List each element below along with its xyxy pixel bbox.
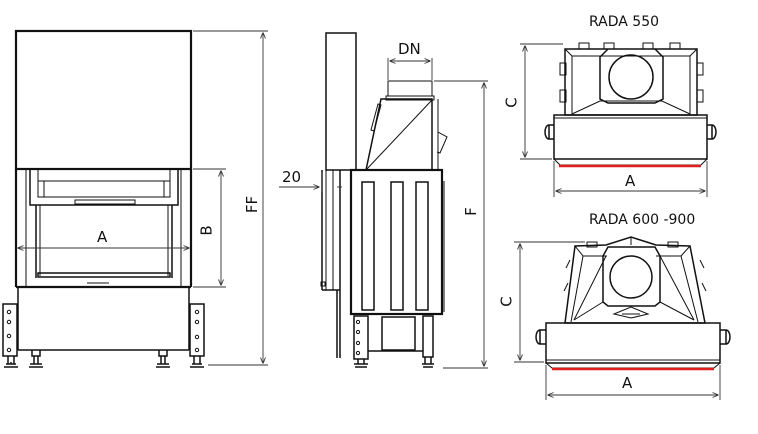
side-exchanger bbox=[365, 98, 433, 171]
top-550-flue bbox=[608, 54, 654, 100]
front-hood bbox=[14, 29, 193, 171]
side-label-20: 20 bbox=[282, 168, 302, 186]
top-600-label-a: A bbox=[622, 374, 633, 392]
side-leg-bracket bbox=[353, 315, 369, 360]
top-600-firebox bbox=[545, 322, 721, 364]
side-view bbox=[279, 32, 488, 369]
flue-collar bbox=[387, 80, 433, 97]
right-leg-bracket bbox=[189, 303, 205, 357]
top-600-900-title: RADA 600 -900 bbox=[589, 212, 696, 228]
front-label-ff: FF bbox=[243, 195, 262, 214]
side-label-dn: DN bbox=[398, 40, 421, 58]
side-ribs bbox=[361, 181, 429, 311]
front-label-b: B bbox=[197, 225, 216, 236]
top-600-label-c: C bbox=[497, 296, 516, 307]
left-leg-bracket bbox=[2, 303, 18, 357]
front-feet bbox=[4, 350, 204, 368]
top-600-exchanger bbox=[564, 236, 706, 324]
side-hood-plate bbox=[325, 32, 357, 171]
side-access-box bbox=[381, 316, 416, 351]
top-550-title: RADA 550 bbox=[589, 14, 660, 30]
top-view-550 bbox=[520, 42, 717, 197]
top-550-exchanger bbox=[564, 48, 698, 116]
top-600-baffle bbox=[612, 306, 650, 319]
door-bottom-rail bbox=[37, 272, 171, 278]
side-rear-leg bbox=[422, 315, 434, 358]
door-handle bbox=[74, 199, 136, 205]
top-550-firebox bbox=[553, 114, 708, 160]
top-550-label-a: A bbox=[625, 172, 636, 190]
side-label-f: F bbox=[461, 207, 480, 216]
front-label-a: A bbox=[97, 228, 108, 246]
top-550-label-c: C bbox=[502, 97, 521, 108]
front-view bbox=[2, 29, 268, 368]
top-600-flue bbox=[609, 255, 653, 299]
top-view-600-900 bbox=[514, 236, 731, 400]
